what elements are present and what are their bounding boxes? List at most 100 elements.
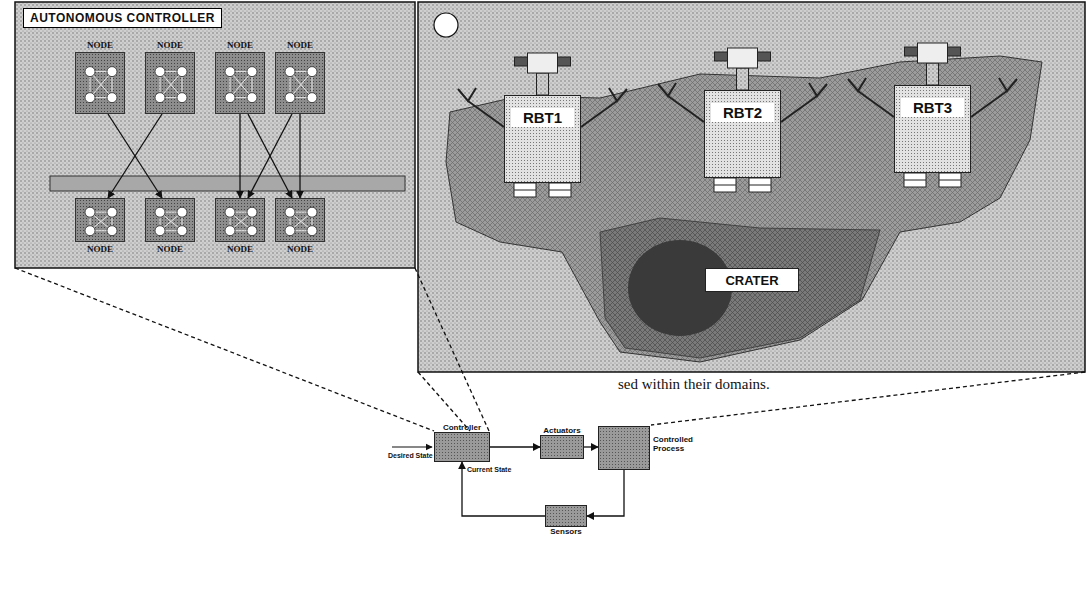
node-network-glyph [276, 199, 326, 243]
robot-claw [848, 78, 866, 91]
node-network-glyph [76, 53, 126, 115]
robot-claw [809, 83, 827, 96]
node-label: NODE [66, 244, 134, 254]
process-box: Controlled Process [598, 426, 650, 470]
robot-foot [549, 183, 571, 197]
node-label: NODE [206, 40, 274, 50]
robot-claw [999, 78, 1017, 91]
node-network-glyph [146, 199, 196, 243]
node-network-glyph [216, 53, 266, 115]
robot-neck [927, 63, 939, 85]
node-network-glyph [146, 53, 196, 115]
connector [248, 114, 292, 198]
node-label: NODE [266, 40, 334, 50]
signal-name: Current State [466, 466, 512, 473]
robot-arm [971, 91, 1007, 117]
robot-neck [737, 68, 749, 90]
connector [587, 470, 624, 516]
node-label: Actuators [531, 426, 593, 435]
robot-arm [858, 91, 894, 117]
sensor-box: Sensors [545, 505, 587, 527]
scene-panel [418, 2, 1085, 372]
node-label: RBT3 [901, 98, 964, 117]
glyph-unit [247, 226, 257, 236]
robot-foot-line [549, 190, 571, 191]
node-label: CRATER [706, 273, 798, 288]
crater-region [600, 218, 880, 358]
node-label: RBT2 [711, 103, 774, 122]
node-label: NODE [206, 244, 274, 254]
node-label: NODE [136, 40, 204, 50]
node-label: NODE [266, 244, 334, 254]
glyph-unit [225, 67, 235, 77]
actuator-box: Actuators [540, 435, 584, 459]
glyph-unit [247, 67, 257, 77]
process-node: NODE [145, 198, 195, 242]
network-band [50, 176, 405, 191]
controller-box: Controller [434, 432, 490, 462]
glyph-unit [285, 67, 295, 77]
glyph-unit [225, 93, 235, 103]
process-node: NODE [215, 198, 265, 242]
glyph-unit [285, 207, 295, 217]
glyph-unit [177, 226, 187, 236]
process-node: NODE [145, 52, 195, 114]
robot-foot [749, 178, 771, 192]
node-label: NODE [66, 40, 134, 50]
connector [462, 462, 545, 516]
glyph-unit [155, 67, 165, 77]
glyph-unit [307, 207, 317, 217]
robot-head [728, 48, 758, 68]
process-node: NODE [75, 198, 125, 242]
connector [584, 446, 598, 447]
zoom-line [418, 372, 470, 431]
node-label: NODE [136, 244, 204, 254]
node-label: RBT1 [511, 108, 574, 127]
node-network-glyph [76, 199, 126, 243]
panel-title: AUTONOMOUS CONTROLLER [23, 8, 222, 28]
terrain [446, 56, 1042, 362]
process-node: NODE [75, 52, 125, 114]
robot-foot-line [939, 180, 961, 181]
robot-foot [514, 183, 536, 197]
glyph-unit [247, 207, 257, 217]
controller-panel: AUTONOMOUS CONTROLLERNODENODENODENODENOD… [15, 2, 415, 268]
connector [490, 446, 540, 447]
robot-neck [537, 73, 549, 95]
connector [108, 114, 162, 198]
robot-body: RBT1 [504, 95, 581, 183]
leader-lines [15, 268, 1085, 431]
connector [239, 114, 240, 198]
node-network-glyph [216, 199, 266, 243]
glyph-unit [85, 93, 95, 103]
robot-head [528, 53, 558, 73]
glyph-unit [107, 67, 117, 77]
glyph-unit [225, 226, 235, 236]
controller-panel [15, 2, 415, 268]
glyph-unit [177, 93, 187, 103]
glyph-unit [85, 207, 95, 217]
glyph-unit [107, 207, 117, 217]
glyph-unit [177, 207, 187, 217]
glyph-unit [155, 93, 165, 103]
robot-foot [904, 173, 926, 187]
node-network-glyph [276, 53, 326, 115]
glyph-unit [155, 226, 165, 236]
glyph-unit [307, 67, 317, 77]
robot-body: RBT2 [704, 90, 781, 178]
robot-arm [781, 96, 817, 122]
robot-foot [939, 173, 961, 187]
robot-foot-line [904, 180, 926, 181]
glyph-unit [307, 226, 317, 236]
process-node: NODE [275, 198, 325, 242]
connector [108, 114, 162, 198]
node-label: Controlled Process [653, 435, 711, 453]
glyph-unit [225, 207, 235, 217]
robot-body: RBT3 [894, 85, 971, 173]
robot-figures [458, 43, 1017, 197]
glyph-unit [107, 226, 117, 236]
robot-arm [668, 96, 704, 122]
glyph-unit [155, 207, 165, 217]
robot-arm [581, 101, 617, 127]
signal-name: Desired State [388, 452, 433, 459]
